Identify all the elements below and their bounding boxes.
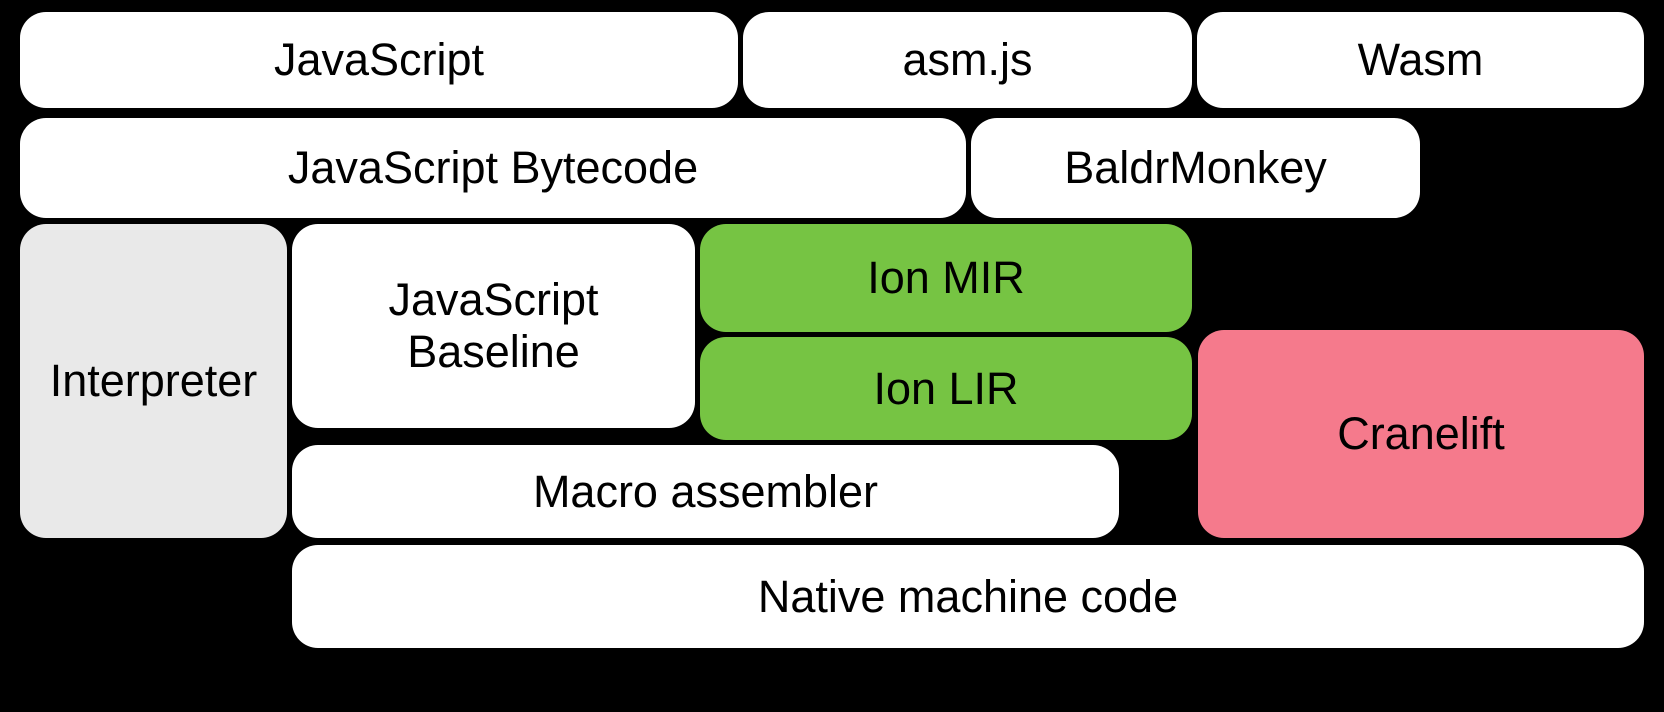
node-native-machine-code[interactable]: Native machine code (292, 545, 1644, 648)
node-ion-lir[interactable]: Ion LIR (700, 337, 1192, 440)
node-asmjs[interactable]: asm.js (743, 12, 1192, 108)
node-javascript-bytecode[interactable]: JavaScript Bytecode (20, 118, 966, 218)
node-interpreter[interactable]: Interpreter (20, 224, 287, 538)
node-baldrmonkey[interactable]: BaldrMonkey (971, 118, 1420, 218)
node-ion-mir[interactable]: Ion MIR (700, 224, 1192, 332)
node-macro-assembler[interactable]: Macro assembler (292, 445, 1119, 538)
node-javascript-baseline[interactable]: JavaScript Baseline (292, 224, 695, 428)
node-wasm[interactable]: Wasm (1197, 12, 1644, 108)
node-cranelift[interactable]: Cranelift (1198, 330, 1644, 538)
node-javascript[interactable]: JavaScript (20, 12, 738, 108)
